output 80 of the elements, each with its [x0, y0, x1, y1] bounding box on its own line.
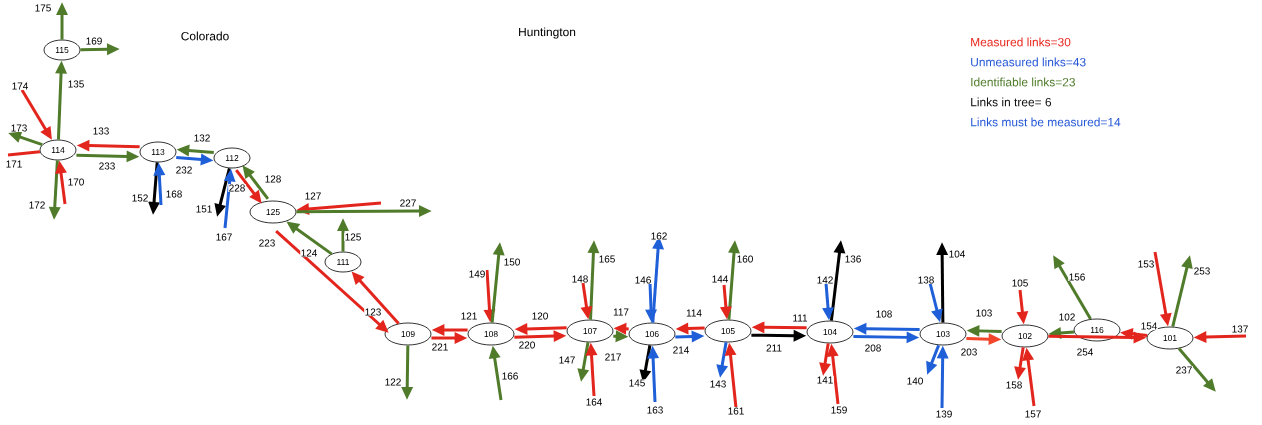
edge-label: 153 [1137, 260, 1155, 269]
edge-label: 125 [344, 233, 362, 242]
edge-label: 114 [685, 309, 703, 317]
legend-entry: Links in tree= 6 [971, 97, 1052, 107]
legend-entry: Unmeasured links=43 [971, 57, 1086, 67]
edge-label: 104 [948, 250, 966, 259]
edge-label: 137 [1231, 325, 1249, 334]
edge-label: 164 [585, 398, 603, 407]
edge-label: 253 [1193, 267, 1211, 276]
edge-label: 102 [1058, 313, 1076, 322]
edge-label: 227 [399, 199, 417, 207]
edge-label: 157 [1024, 410, 1042, 418]
edge-label: 122 [384, 378, 402, 386]
place-name: Colorado [181, 31, 229, 41]
legend-entry: Identifiable links=23 [971, 77, 1075, 87]
edge-label: 120 [531, 312, 549, 321]
edge-label: 144 [711, 275, 729, 283]
edge-label: 141 [816, 376, 834, 384]
edge-label: 223 [258, 239, 276, 248]
edge-label: 237 [1175, 366, 1193, 375]
edge-label: 158 [1005, 381, 1023, 390]
legend-entry: Measured links=30 [971, 37, 1071, 47]
edge-label: 163 [646, 406, 664, 415]
edge-label: 161 [727, 407, 745, 416]
edge-label: 156 [1068, 273, 1086, 282]
edge-label: 117 [612, 308, 630, 316]
edge-label: 228 [228, 184, 246, 193]
edge-label: 105 [1011, 279, 1029, 288]
edge-label: 121 [460, 312, 478, 320]
edge-label: 123 [364, 308, 382, 317]
edge-label: 147 [558, 356, 576, 364]
edge-label: 203 [960, 348, 978, 357]
edge-label: 150 [503, 258, 521, 267]
edge-label: 159 [830, 406, 848, 415]
edge-label: 154 [1140, 322, 1158, 330]
edge-label: 127 [304, 192, 322, 200]
edge-label: 136 [844, 255, 862, 264]
edge-label: 143 [709, 380, 727, 389]
edge-label: 138 [917, 276, 935, 285]
edge-label: 208 [864, 344, 882, 353]
edge-label: 145 [628, 379, 646, 387]
edge-label: 170 [67, 178, 85, 187]
edge-label: 167 [215, 233, 233, 242]
legend-entry: Links must be measured=14 [971, 117, 1121, 127]
edge-label: 151 [195, 205, 213, 213]
edge-label: 165 [598, 255, 616, 264]
edge-label: 175 [34, 4, 52, 12]
edge-label: 160 [736, 255, 754, 264]
edge-label: 103 [975, 309, 993, 318]
edge-label: 128 [264, 175, 282, 184]
edge-label: 233 [98, 162, 116, 171]
edge-label: 124 [300, 249, 318, 257]
edge-label: 214 [672, 346, 690, 354]
edge-label: 166 [501, 372, 519, 381]
edge-label: 132 [193, 134, 211, 143]
edge-label: 149 [468, 270, 486, 279]
edge-label: 211 [765, 344, 783, 352]
edge-label: 111 [791, 314, 809, 322]
edge-label: 148 [571, 275, 589, 284]
edge-label: 254 [1076, 348, 1094, 357]
edge-label: 139 [935, 410, 953, 419]
edge-label: 168 [165, 190, 183, 199]
edge-label: 133 [92, 127, 110, 136]
edge-label: 171 [5, 160, 23, 168]
edge-label: 146 [634, 276, 652, 285]
edge-label: 140 [906, 377, 924, 386]
place-name: Huntington [519, 27, 576, 39]
edge-label: 217 [604, 353, 622, 361]
edge-label: 108 [875, 310, 893, 319]
edge-label: 172 [28, 201, 46, 209]
edge-label: 174 [11, 82, 29, 90]
edge-label: 142 [816, 276, 834, 284]
edge-label: 152 [131, 194, 149, 203]
edge-label: 232 [175, 166, 193, 175]
edge-label: 162 [650, 232, 668, 241]
edge-label: 135 [67, 80, 85, 89]
edge-label: 169 [85, 37, 103, 46]
edge-label: 220 [518, 341, 536, 350]
edge-label: 173 [10, 124, 28, 133]
edge-label: 221 [431, 343, 449, 351]
